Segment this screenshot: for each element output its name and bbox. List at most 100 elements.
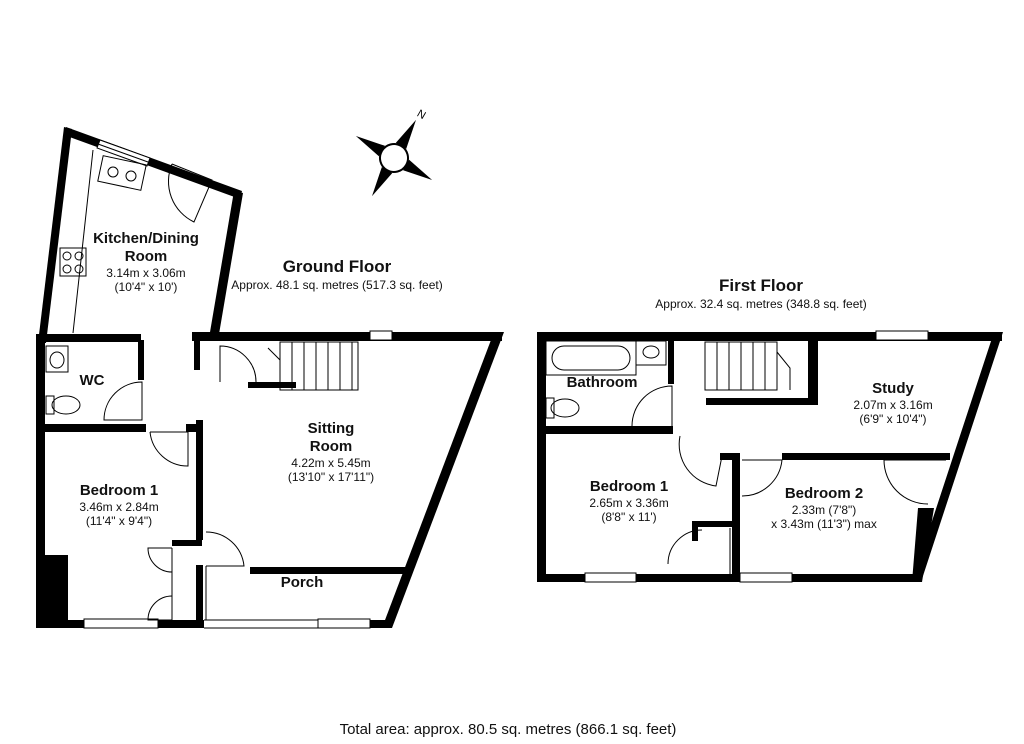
bedroom-right-wall-low <box>196 565 203 628</box>
kitchen-dim-metric: 3.14m x 3.06m <box>106 266 186 280</box>
ground-floor-title: Ground Floor <box>282 257 392 276</box>
wc-bottom-wall <box>36 424 146 432</box>
wc-toilet <box>51 395 81 415</box>
first-top-wall <box>537 332 1002 341</box>
porch-wall <box>250 567 408 574</box>
kitchen-wall-top <box>64 127 242 199</box>
study-dim-metric: 2.07m x 3.16m <box>853 398 933 412</box>
ground-left-pillar <box>36 555 68 627</box>
bedroom2-dim-line3: x 3.43m (11'3") max <box>771 517 877 531</box>
first-floor-area: Approx. 32.4 sq. metres (348.8 sq. feet) <box>655 297 867 311</box>
bathroom-right-wall <box>668 340 674 384</box>
study-left-wall <box>808 340 818 405</box>
ground-left-wall <box>36 335 45 627</box>
stair-wall <box>248 382 296 388</box>
first-right-filled <box>912 508 934 582</box>
first-bedroom1-dim-metric: 2.65m x 3.36m <box>589 496 669 510</box>
kitchen-wall-right <box>209 191 243 340</box>
ground-bedroom1-label: Bedroom 1 3.46m x 2.84m (11'4" x 9'4") <box>79 482 158 528</box>
sitting-name-line1: Sitting <box>307 420 355 437</box>
ground-bedroom1-dim-imperial: (11'4" x 9'4") <box>85 514 153 528</box>
first-bedroom1-dim-imperial: (8'8" x 11') <box>601 510 657 524</box>
ground-bottom-left <box>36 620 84 628</box>
study-bottom-wall <box>706 398 810 405</box>
bathroom-label: Bathroom <box>566 374 638 391</box>
kitchen-hob <box>59 247 87 277</box>
study-door <box>883 459 946 505</box>
bedroom1-door <box>678 435 723 487</box>
first-floor-plan <box>537 332 1003 582</box>
bedroom1-cupboard-door <box>667 528 731 574</box>
sitting-window <box>369 330 393 341</box>
ground-bottom-mid <box>158 620 204 628</box>
study-dim-imperial: (6'9" x 10'4") <box>859 412 927 426</box>
kitchen-label: Kitchen/Dining Room 3.14m x 3.06m (10'4"… <box>93 230 199 294</box>
sitting-dim-imperial: (13'10" x 17'11") <box>287 470 375 484</box>
bedroom2-door <box>741 459 783 497</box>
first-windows <box>584 330 929 583</box>
bedroom-window <box>83 618 159 629</box>
bedroom2-name: Bedroom 2 <box>784 485 864 502</box>
compass-north-label: N <box>415 108 428 122</box>
porch-label: Porch <box>280 574 324 591</box>
bedroom1-right-wall <box>732 453 740 578</box>
bathroom-door <box>631 385 673 427</box>
kitchen-sink <box>97 155 147 191</box>
bathroom-toilet <box>550 398 580 418</box>
bedroom-divider-top <box>720 453 740 460</box>
cupboard-wall <box>172 540 202 546</box>
kitchen-counter <box>72 149 94 334</box>
first-bedroom1-label: Bedroom 1 2.65m x 3.36m (8'8" x 11') <box>589 478 668 524</box>
first-right-wall <box>912 332 1003 582</box>
ground-bedroom1-name: Bedroom 1 <box>79 482 159 499</box>
bedroom2-dim-line2: 2.33m (7'8") <box>791 503 857 517</box>
bedroom1-window <box>584 572 637 583</box>
cupboard-wall-1 <box>692 521 732 527</box>
hall-wall <box>186 424 196 432</box>
ground-staircase <box>267 341 359 391</box>
ground-floor-area: Approx. 48.1 sq. metres (517.3 sq. feet) <box>231 278 443 292</box>
sitting-room-label: Sitting Room 4.22m x 5.45m (13'10" x 17'… <box>288 420 374 484</box>
first-bottom-mid <box>636 574 740 582</box>
study-bottom-wall-2 <box>782 453 950 460</box>
first-fixtures <box>545 340 946 574</box>
compass-icon: N <box>355 108 433 197</box>
total-area: Total area: approx. 80.5 sq. metres (866… <box>339 721 677 738</box>
kitchen-wall-left <box>38 127 72 343</box>
first-staircase <box>704 341 791 391</box>
ground-bottom-right <box>370 620 392 628</box>
kitchen-name-line2: Room <box>124 248 168 265</box>
cupboard-doors <box>147 547 173 621</box>
sitting-name-line2: Room <box>309 438 353 455</box>
ground-fixtures <box>45 149 359 621</box>
study-name: Study <box>872 380 914 397</box>
study-label: Study 2.07m x 3.16m (6'9" x 10'4") <box>853 380 932 426</box>
sitting-dim-metric: 4.22m x 5.45m <box>291 456 371 470</box>
wc-door <box>103 381 143 421</box>
kitchen-dim-imperial: (10'4" x 10') <box>114 280 178 294</box>
bathroom-basin <box>635 340 667 366</box>
ground-floor-plan <box>36 127 504 628</box>
ground-top-wall <box>192 332 502 341</box>
kitchen-door <box>168 163 213 223</box>
stair-door <box>219 345 257 383</box>
wc-right-wall <box>138 340 144 380</box>
stair-end <box>194 340 200 370</box>
ground-windows <box>83 139 393 629</box>
kitchen-name-line1: Kitchen/Dining <box>93 230 199 247</box>
porch-window <box>317 618 371 629</box>
bedroom-right-wall <box>196 420 203 540</box>
wc-basin <box>45 345 69 373</box>
first-bedroom1-name: Bedroom 1 <box>589 478 669 495</box>
bathroom-bottom-wall <box>537 426 673 434</box>
ground-bedroom1-dim-metric: 3.46m x 2.84m <box>79 500 159 514</box>
first-bottom-right <box>792 574 922 582</box>
porch-door <box>205 531 245 567</box>
first-floor-title: First Floor <box>718 276 804 295</box>
wc-label: WC <box>79 372 105 389</box>
bedroom2-window <box>739 572 793 583</box>
bedroom2-label: Bedroom 2 2.33m (7'8") x 3.43m (11'3") m… <box>771 485 877 531</box>
ground-right-wall <box>382 332 504 628</box>
first-bottom-left <box>537 574 585 582</box>
